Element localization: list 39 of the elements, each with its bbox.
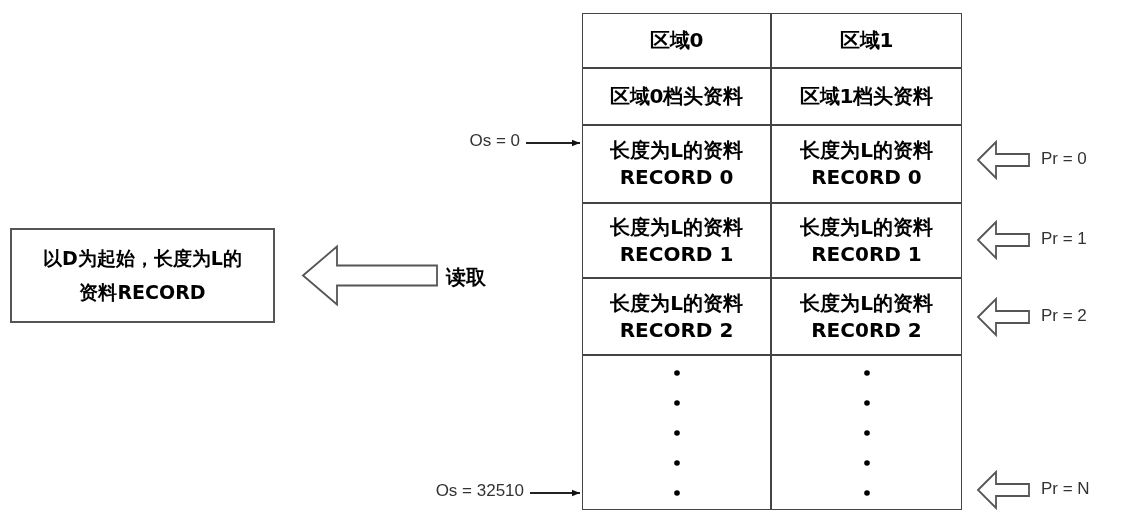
record-label: REC0RD 1 [811,240,922,268]
record-label: RECORD 2 [619,316,734,344]
record-label: RECORD 1 [619,240,734,268]
table-cell [582,125,771,203]
block-arrow [976,296,1030,338]
label-text: Pr = N [1041,479,1090,499]
record-label: REC0RD 0 [811,164,922,191]
table-cell [582,203,771,278]
text-box: 以D为起始，长度为L的资料RECORD [10,228,275,323]
arrow [529,489,581,497]
table-cell [771,278,962,355]
label-text: Pr = 0 [1041,149,1087,169]
cell-text: 长度为L的资料 [800,137,933,164]
cell-text: 长度为L的资料 [800,289,933,317]
record-label: REC0RD 2 [811,316,922,344]
cell-text: 长度为L的资料 [610,289,743,317]
block-arrow [976,219,1030,261]
table-cell [582,355,771,510]
table-cell [582,278,771,355]
table-cell [771,355,962,510]
table-cell [771,203,962,278]
block-arrow [976,139,1030,181]
cell-text: 长度为L的资料 [610,137,743,164]
block-arrow [301,244,438,307]
block-arrow [976,469,1030,511]
label-text: Pr = 2 [1041,306,1087,326]
label-text: 读取 [446,264,486,291]
arrow [525,139,581,147]
label-text: Os = 0 [469,131,520,151]
table-cell: 区域0 [582,13,771,68]
label-text: Pr = 1 [1041,229,1087,249]
cell-text: 长度为L的资料 [800,213,933,241]
table-cell [771,125,962,203]
table-cell: 区域0档头资料 [582,68,771,125]
record-label: RECORD 0 [619,164,734,191]
cell-text: 长度为L的资料 [610,213,743,241]
label-text: Os = 32510 [435,481,524,501]
table-cell: 区域1档头资料 [771,68,962,125]
table-cell: 区域1 [771,13,962,68]
